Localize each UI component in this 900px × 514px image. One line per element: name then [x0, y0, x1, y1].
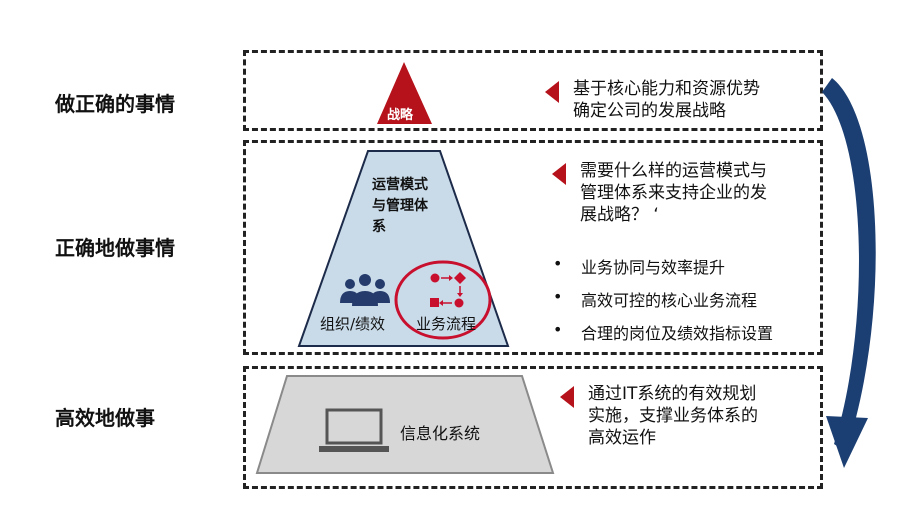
strategy-desc-line: 基于核心能力和资源优势 — [573, 79, 760, 99]
highlight-ellipse — [394, 260, 492, 340]
row-label-efficiency: 高效地做事 — [55, 406, 155, 430]
row-label-operations: 正确地做事情 — [55, 236, 175, 260]
laptop-icon — [319, 408, 389, 452]
strategy-box — [243, 50, 823, 131]
strategy-description: 基于核心能力和资源优势 确定公司的发展战略 — [545, 78, 760, 122]
it-desc-line: 实施，支撑业务体系的 — [588, 406, 758, 426]
operations-desc-line: 展战略？ ‘ — [580, 205, 659, 225]
title-line: 系 — [372, 219, 386, 235]
operations-box — [243, 140, 823, 355]
bullet-dot: • — [553, 320, 563, 339]
title-line: 运营模式 — [372, 177, 428, 193]
operations-desc-line: 管理体系来支持企业的发 — [580, 183, 767, 203]
red-pointer-icon — [552, 163, 566, 185]
strategy-triangle-label: 战略 — [387, 108, 414, 123]
business-process-label: 业务流程 — [416, 315, 477, 333]
operations-description: 需要什么样的运营模式与 管理体系来支持企业的发 展战略？ ‘ — [552, 160, 767, 226]
org-performance-label: 组织/绩效 — [320, 315, 386, 333]
operations-model-title: 运营模式 与管理体 系 — [372, 175, 428, 238]
it-system-description: 通过IT系统的有效规划 实施，支撑业务体系的 高效运作 — [560, 383, 758, 449]
it-system-box — [243, 366, 823, 489]
bullet-dot: • — [553, 287, 563, 306]
people-icon — [340, 274, 390, 306]
operations-desc-line: 需要什么样的运营模式与 — [580, 161, 767, 181]
big-curved-arrow-icon — [822, 78, 876, 452]
strategy-desc-line: 确定公司的发展战略 — [573, 101, 726, 121]
row-label-strategy: 做正确的事情 — [55, 92, 175, 116]
bullet-text: 合理的岗位及绩效指标设置 — [581, 324, 774, 343]
red-pointer-icon — [545, 81, 559, 103]
process-flow-icon — [430, 272, 466, 308]
arrow-head-icon — [826, 416, 868, 468]
bullet-dot: • — [553, 254, 563, 273]
red-pointer-icon — [560, 386, 574, 408]
it-desc-line: 高效运作 — [588, 428, 656, 448]
it-desc-line: 通过IT系统的有效规划 — [588, 384, 757, 404]
title-line: 与管理体 — [372, 198, 428, 214]
it-system-label: 信息化系统 — [400, 424, 481, 443]
bullet-text: 高效可控的核心业务流程 — [581, 291, 758, 310]
bullet-text: 业务协同与效率提升 — [581, 258, 726, 277]
strategy-triangle — [377, 62, 432, 124]
